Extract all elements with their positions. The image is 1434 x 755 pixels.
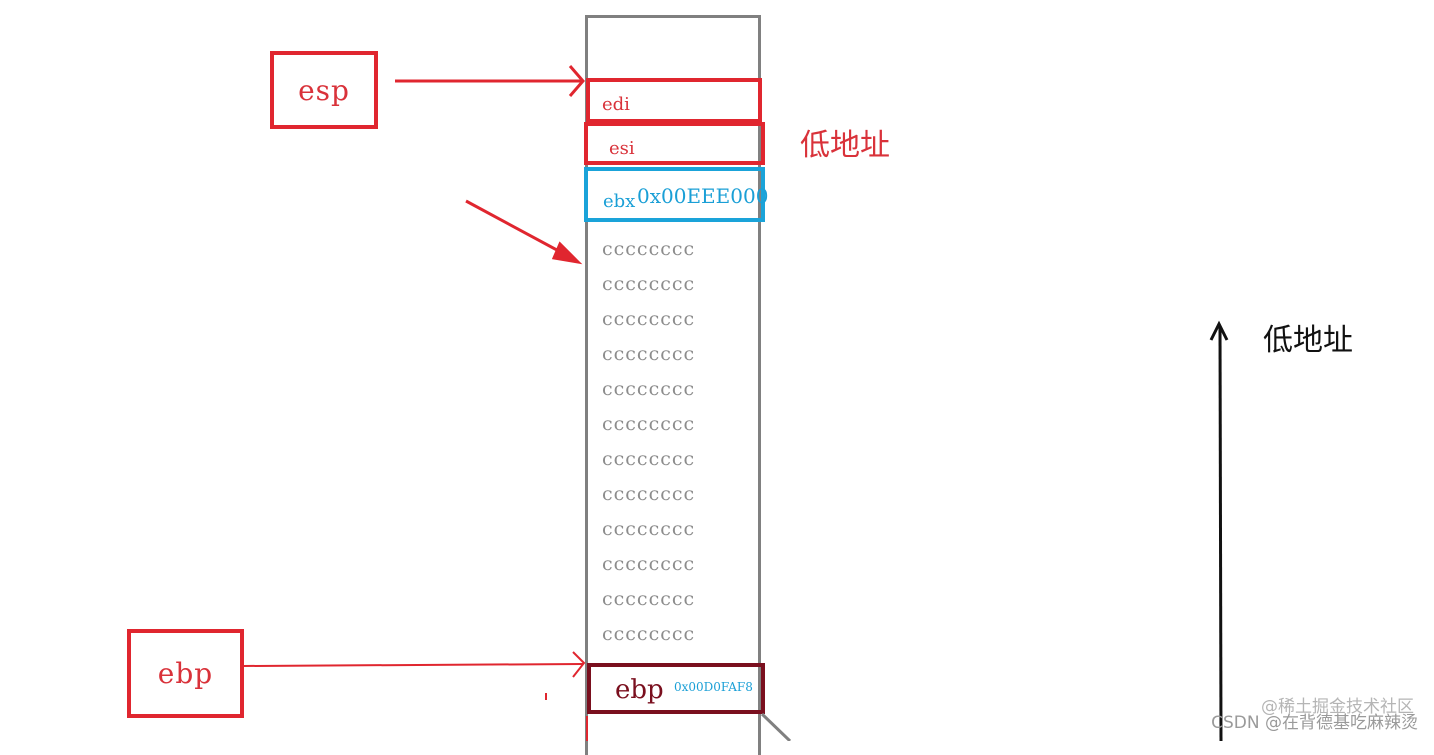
address-axis-arrow <box>1209 320 1229 741</box>
esi-label: esi <box>609 138 635 159</box>
ebx-label: ebx <box>603 191 636 212</box>
frame-corner-stroke <box>760 712 792 741</box>
ebp-arrow <box>243 651 586 700</box>
edi-slot: edi <box>586 78 762 123</box>
esp-label-box: esp <box>270 51 378 129</box>
fill-line: cccccccc <box>602 378 696 400</box>
esp-label: esp <box>298 73 350 107</box>
ebp-slot-value: 0x00D0FAF8 <box>674 680 753 694</box>
esp-arrow <box>395 65 585 97</box>
fill-line: cccccccc <box>602 553 696 575</box>
fill-line: cccccccc <box>602 413 696 435</box>
fill-line: cccccccc <box>602 623 696 645</box>
fill-line: cccccccc <box>602 238 696 260</box>
fill-line: cccccccc <box>602 518 696 540</box>
fill-line: cccccccc <box>602 588 696 610</box>
csdn-watermark: CSDN @在背德基吃麻辣烫 <box>1211 713 1418 733</box>
fill-line: cccccccc <box>602 448 696 470</box>
fill-line: cccccccc <box>602 273 696 295</box>
ebx-slot: ebx 0x00EEE000 <box>584 167 769 222</box>
ebp-label: ebp <box>157 657 214 690</box>
ebp-slot: ebp 0x00D0FAF8 <box>587 663 765 714</box>
ebp-slot-label: ebp <box>615 675 664 705</box>
low-address-axis-label: 低地址 <box>1263 323 1353 358</box>
juejin-watermark: @稀土掘金技术社区 <box>1261 697 1414 717</box>
low-address-stack-label: 低地址 <box>800 128 890 163</box>
ebp-label-box: ebp <box>127 629 244 718</box>
diagonal-arrow <box>465 199 583 265</box>
fill-line: cccccccc <box>602 343 696 365</box>
stack-frame <box>585 15 761 755</box>
fill-line: cccccccc <box>602 308 696 330</box>
ebx-value: 0x00EEE000 <box>637 184 769 208</box>
fill-line: cccccccc <box>602 483 696 505</box>
esi-slot: esi <box>584 122 765 165</box>
edi-label: edi <box>602 94 630 115</box>
